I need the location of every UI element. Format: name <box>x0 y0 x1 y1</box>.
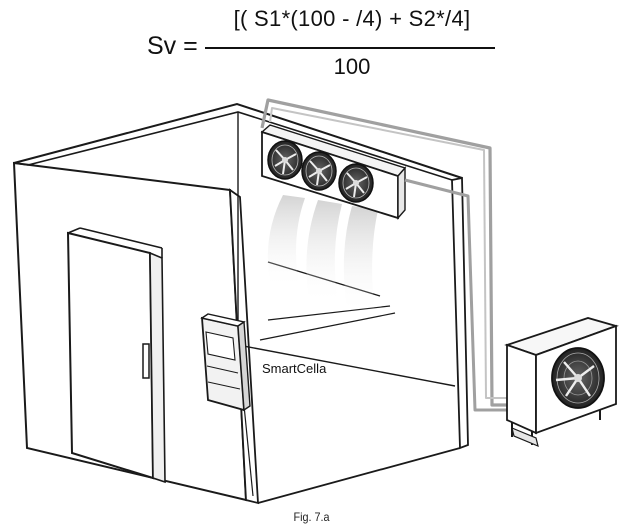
evaporator-unit-icon <box>260 124 407 220</box>
condensing-unit-icon <box>504 317 619 448</box>
controller-icon <box>200 313 251 412</box>
right-wall <box>451 176 469 450</box>
controller-label: SmartCella <box>262 361 327 376</box>
formula: Sv = [( S1*(100 - /4) + S2*/4] 100 <box>0 0 623 90</box>
formula-numerator: [( S1*(100 - /4) + S2*/4] <box>233 6 471 31</box>
refrigerant-pipes <box>260 98 512 412</box>
figure-caption: Fig. 7.a <box>293 510 330 524</box>
formula-lhs: Sv = <box>147 32 198 60</box>
door-icon <box>66 227 166 484</box>
formula-denominator: 100 <box>333 54 371 79</box>
fraction-bar <box>205 47 495 49</box>
airflow <box>267 195 378 315</box>
